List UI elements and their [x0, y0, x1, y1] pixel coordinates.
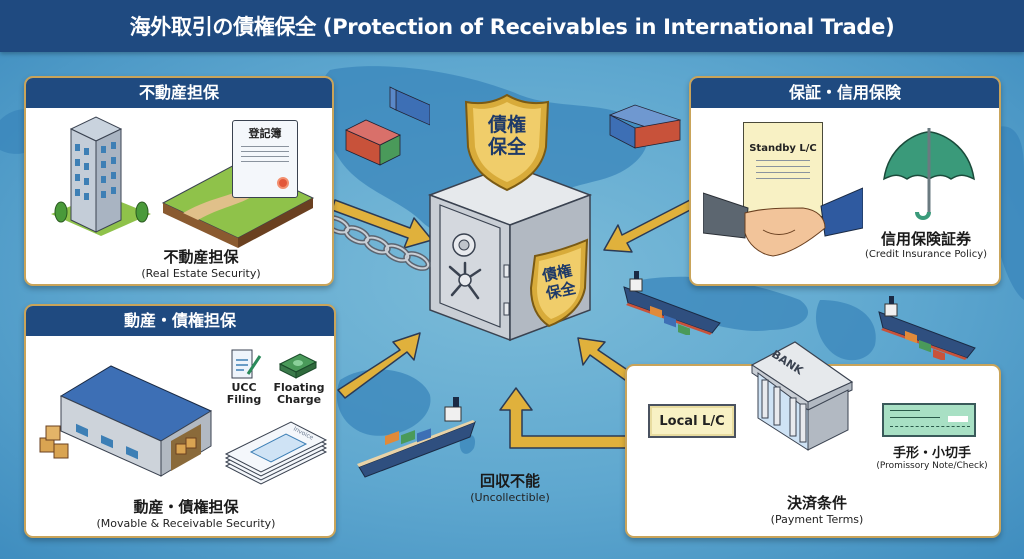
check-icon	[882, 403, 976, 437]
ucc-filing-icon	[231, 349, 262, 379]
standby-lc-document-icon: Standby L/C	[743, 122, 823, 217]
panel-real-estate-header: 不動産担保	[26, 78, 332, 108]
shipping-containers-right	[608, 104, 682, 149]
local-lc-label: Local L/C	[648, 404, 736, 438]
floating-charge-label-line2: Charge	[276, 393, 322, 406]
panel-guarantee-header: 保証・信用保険	[691, 78, 999, 108]
land-north-america	[637, 276, 809, 332]
invoice-stack-icon: Invoice	[224, 421, 328, 485]
check-caption-jp: 手形・小切手	[892, 446, 971, 461]
panel-movable: 動産・債権担保 UCC Filing Floating Charge	[24, 304, 336, 538]
arrow-from-real-estate	[331, 199, 433, 249]
check-caption-en: (Promissory Note/Check)	[876, 461, 988, 471]
shipping-containers-left	[345, 86, 430, 166]
registry-document-icon: 登記簿	[232, 120, 298, 198]
seal-icon	[277, 177, 289, 189]
land-south-america	[815, 300, 876, 361]
ucc-filing-label-line2: Filing	[226, 393, 262, 406]
arrow-from-guarantee	[603, 199, 695, 253]
movable-caption: 動産・債権担保 (Movable & Receivable Security)	[46, 496, 326, 530]
movable-caption-en: (Movable & Receivable Security)	[96, 517, 276, 530]
handshake-icon	[703, 187, 863, 257]
page-title: 海外取引の債権保全 (Protection of Receivables in …	[0, 0, 1024, 52]
building-icon	[51, 116, 151, 236]
shield-top-line2: 保全	[487, 136, 526, 158]
umbrella-icon	[883, 128, 975, 220]
shield-top-line1: 債権	[487, 114, 526, 136]
standby-lc-label: Standby L/C	[749, 143, 817, 154]
payment-terms-caption-jp: 決済条件	[786, 494, 847, 512]
registry-document-label: 登記簿	[248, 127, 282, 140]
ucc-filing-label-line1: UCC	[231, 381, 257, 394]
cargo-ship-icon-3	[357, 397, 476, 478]
movable-caption-jp: 動産・債権担保	[133, 498, 239, 516]
floating-charge-label: Floating Charge	[270, 382, 328, 406]
warehouse-icon	[39, 365, 213, 477]
uncollectible-label: 回収不能 (Uncollectible)	[440, 470, 580, 504]
uncollectible-label-jp: 回収不能	[479, 472, 540, 490]
cargo-ship-icon-1	[623, 271, 721, 335]
cash-stack-icon	[278, 353, 318, 379]
real-estate-caption-en: (Real Estate Security)	[141, 267, 261, 280]
ucc-filing-label: UCC Filing	[220, 382, 268, 406]
credit-insurance-caption-en: (Credit Insurance Policy)	[864, 249, 988, 260]
credit-insurance-caption: 信用保険証券 (Credit Insurance Policy)	[851, 228, 999, 260]
check-caption: 手形・小切手 (Promissory Note/Check)	[867, 442, 997, 471]
panel-guarantee: 保証・信用保険 Standby L/C 信用保険証券 (Credit Insur…	[689, 76, 1001, 286]
real-estate-caption: 不動産担保 (Real Estate Security)	[86, 246, 316, 280]
arrow-uncollectible	[499, 387, 629, 449]
panel-payment-terms: Local L/C 手形・小切手 (Promissory Note/Check)…	[625, 364, 1001, 538]
panel-real-estate: 不動産担保 登記簿 不動産担保 (Real Esta	[24, 76, 334, 286]
cargo-ship-icon-2	[878, 296, 976, 360]
shield-icon-side: 債権 保全	[525, 238, 593, 328]
real-estate-caption-jp: 不動産担保	[163, 248, 239, 266]
panel-movable-header: 動産・債権担保	[26, 306, 334, 336]
payment-terms-caption: 決済条件 (Payment Terms)	[737, 492, 897, 526]
shield-icon-top: 債権 保全	[462, 92, 552, 192]
bank-building-icon: BANK	[750, 340, 855, 452]
credit-insurance-caption-jp: 信用保険証券	[880, 230, 971, 248]
uncollectible-label-en: (Uncollectible)	[470, 491, 550, 504]
floating-charge-label-line1: Floating	[273, 381, 325, 394]
arrow-from-movable	[337, 332, 421, 399]
payment-terms-caption-en: (Payment Terms)	[770, 513, 864, 526]
